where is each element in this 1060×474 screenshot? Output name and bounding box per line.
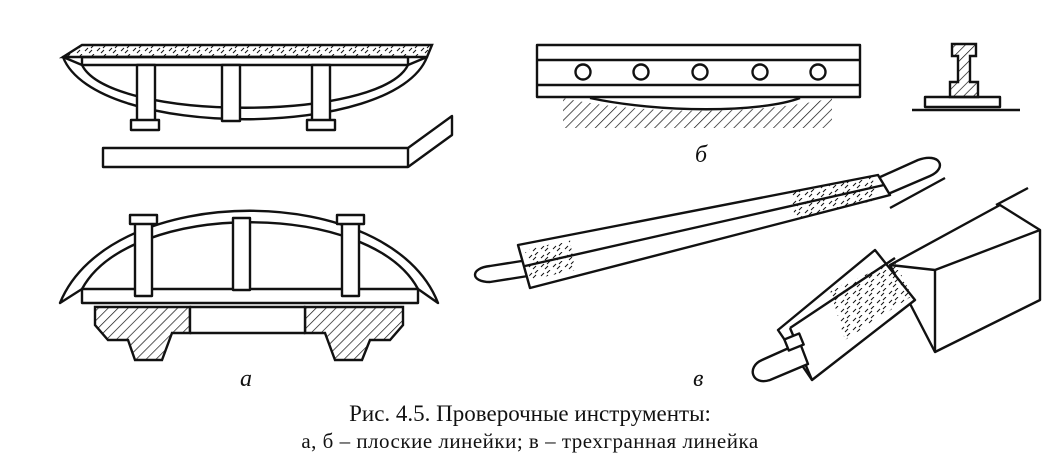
square-block [888, 176, 1042, 354]
bow-straightedge-on-guide [58, 209, 440, 362]
figure-caption: Рис. 4.5. Проверочные инструменты: а, б … [0, 400, 1060, 454]
figure-drawing: а б в [58, 42, 1042, 392]
bow-legs [129, 63, 337, 132]
triangular-on-block [751, 176, 1042, 383]
bow-working-face [58, 43, 434, 59]
label-b: б [695, 142, 708, 168]
caption-title: Рис. 4.5. Проверочные инструменты: [349, 401, 711, 426]
bow-straightedge-on-plate [58, 43, 454, 169]
hatched-base [563, 96, 832, 128]
arch-legs [128, 213, 366, 298]
straightedge-cross-section [912, 42, 1020, 112]
label-a: а [240, 366, 252, 392]
lightening-holes [574, 63, 827, 81]
surface-plate [101, 114, 454, 169]
bow-body [61, 55, 429, 121]
triangular-prism [751, 248, 917, 383]
caption-subtitle: а, б – плоские линейки; в – трехгранная … [301, 429, 759, 453]
flat-straightedge [535, 43, 862, 128]
label-v: в [693, 366, 704, 392]
triangular-straightedge [473, 156, 942, 290]
guide-profile [93, 305, 405, 362]
